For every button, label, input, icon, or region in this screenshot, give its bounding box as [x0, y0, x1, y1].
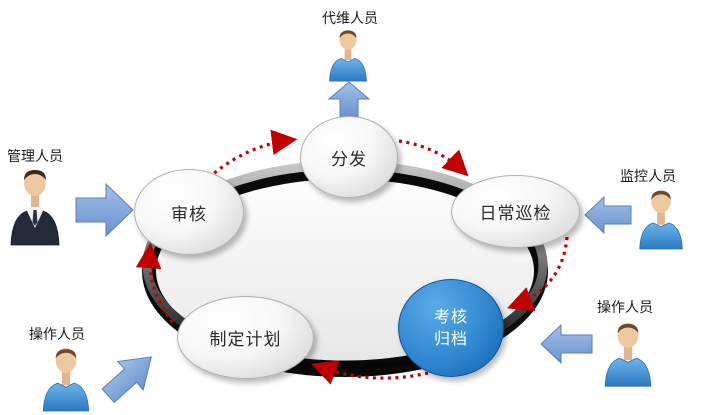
label-management: 管理人员: [7, 149, 63, 165]
label-operation-right: 操作人员: [597, 300, 653, 316]
node-distribute: 分发: [300, 116, 398, 198]
arrow-management-to-review: [75, 182, 134, 238]
arrow-operation-to-assessment: [540, 323, 593, 365]
person-icon-monitoring: [639, 189, 683, 250]
label-monitoring: 监控人员: [620, 169, 676, 185]
businessman-icon-management: [10, 170, 60, 246]
person-icon-operation-right: [604, 322, 652, 387]
arrow-operation-to-plan: [101, 356, 152, 404]
node-assessment-archive: 考核 归档: [398, 279, 504, 377]
arrow-up-to-maintenance: [327, 81, 371, 118]
flow-arc-inspection-to-assessment: [507, 236, 569, 312]
node-daily-inspection: 日常巡检: [451, 175, 580, 248]
arrow-monitoring-to-inspection: [584, 195, 632, 235]
node-make-plan: 制定计划: [177, 296, 314, 379]
person-icon-maintenance: [329, 29, 367, 82]
flow-arcs: [135, 129, 569, 385]
person-icon-operation-left: [42, 348, 90, 412]
label-operation-left: 操作人员: [29, 327, 85, 343]
label-maintenance: 代维人员: [322, 11, 378, 27]
node-review: 审核: [134, 169, 244, 255]
block-arrows: [75, 81, 632, 404]
flow-arc-plan-to-review: [135, 242, 175, 324]
